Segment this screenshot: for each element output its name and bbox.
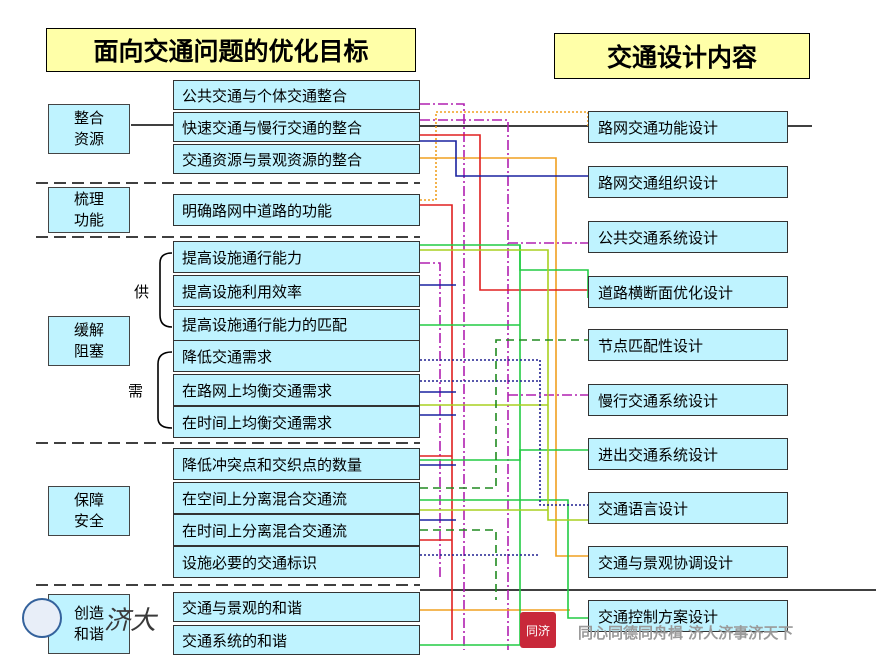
supply-label: 供	[134, 283, 150, 301]
university-seal-icon	[22, 598, 62, 638]
tongji-logo-icon: 同济	[520, 612, 556, 648]
goal-item: 交通资源与景观资源的整合	[173, 144, 420, 174]
goal-item: 在路网上均衡交通需求	[173, 374, 420, 406]
footer-slogan: 同心同德同舟楫 济人济事济天下	[578, 624, 794, 642]
calligraphy-text: 济大	[104, 606, 157, 636]
design-item: 进出交通系统设计	[588, 438, 788, 470]
goal-item: 降低冲突点和交织点的数量	[173, 448, 420, 480]
goal-item: 降低交通需求	[173, 340, 420, 372]
goal-item: 交通系统的和谐	[173, 625, 420, 655]
design-item: 路网交通功能设计	[588, 111, 788, 143]
design-item: 道路横断面优化设计	[588, 276, 788, 308]
demand-label: 需	[128, 382, 144, 400]
design-item: 慢行交通系统设计	[588, 384, 788, 416]
category-ensure-safety: 保障 安全	[48, 486, 130, 536]
goal-item: 明确路网中道路的功能	[173, 194, 420, 226]
left-title: 面向交通问题的优化目标	[46, 28, 416, 72]
goal-item: 提高设施通行能力	[173, 241, 420, 273]
category-create-harmony: 创造 和谐	[48, 594, 130, 654]
goal-item: 提高设施利用效率	[173, 275, 420, 307]
goal-item: 在时间上均衡交通需求	[173, 406, 420, 438]
design-item: 节点匹配性设计	[588, 329, 788, 361]
goal-item: 公共交通与个体交通整合	[173, 80, 420, 110]
design-item: 公共交通系统设计	[588, 221, 788, 253]
design-item: 交通控制方案设计	[588, 600, 788, 632]
category-sort-functions: 梳理 功能	[48, 187, 130, 233]
design-item: 交通语言设计	[588, 492, 788, 524]
goal-item: 在空间上分离混合交通流	[173, 482, 420, 514]
goal-item: 快速交通与慢行交通的整合	[173, 112, 420, 142]
goal-item: 交通与景观的和谐	[173, 592, 420, 622]
design-item: 路网交通组织设计	[588, 166, 788, 198]
goal-item: 提高设施通行能力的匹配	[173, 309, 420, 341]
goal-item: 设施必要的交通标识	[173, 546, 420, 578]
category-relieve-congestion: 缓解 阻塞	[48, 316, 130, 366]
goal-item: 在时间上分离混合交通流	[173, 514, 420, 546]
design-item: 交通与景观协调设计	[588, 546, 788, 578]
category-integrate-resources: 整合 资源	[48, 104, 130, 154]
right-title: 交通设计内容	[554, 33, 810, 79]
